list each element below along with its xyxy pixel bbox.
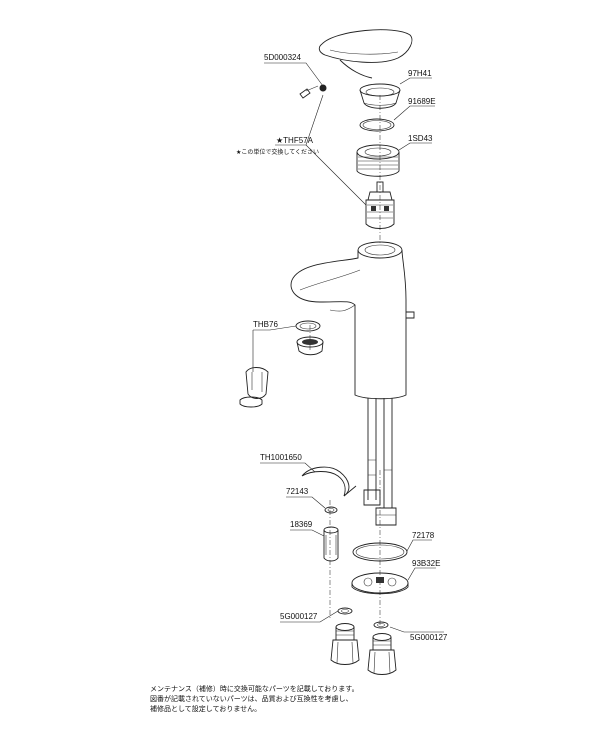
leader-97h41: [399, 77, 432, 85]
label-93b32e: 93B32E: [412, 559, 440, 568]
cartridge[interactable]: [365, 181, 395, 229]
leader-93b32e: [407, 567, 436, 581]
left-inlet-washer[interactable]: [337, 607, 353, 615]
label-5g000127-right: 5G000127: [410, 633, 448, 642]
note-line-2: 図番が記載されていないパーツは、品質および互換性を考慮し、: [150, 695, 353, 703]
leader-72178: [406, 539, 432, 552]
leader-18369: [290, 529, 325, 537]
maintenance-note: メンテナンス（補修）時に交換可能なパーツを記載しております。 図番が記載されてい…: [150, 684, 450, 714]
hose-sleeve[interactable]: [323, 526, 339, 562]
label-thf57a: ★THF57A: [276, 136, 314, 145]
handle-screw[interactable]: [299, 84, 327, 99]
label-91689e: 91689E: [408, 97, 436, 106]
cap-ring[interactable]: [359, 83, 401, 109]
label-5d000324: 5D000324: [264, 53, 301, 62]
note-line-3: 補修品として設定しておりません。: [150, 705, 262, 713]
leader-5d000324: [264, 62, 324, 87]
lever-handle[interactable]: [318, 29, 413, 79]
leader-1sd43: [398, 142, 432, 151]
leader-91689e: [393, 105, 435, 121]
note-line-1: メンテナンス（補修）時に交換可能なパーツを記載しております。: [150, 685, 359, 693]
label-1sd43: 1SD43: [408, 134, 433, 143]
right-inlet-washer[interactable]: [373, 621, 389, 629]
base-o-ring[interactable]: [352, 542, 408, 562]
leader-5g000127-right: [389, 626, 444, 633]
right-inlet-connector[interactable]: [367, 633, 397, 675]
small-washer[interactable]: [324, 506, 338, 514]
label-72178: 72178: [412, 531, 435, 540]
label-5g000127-left: 5G000127: [280, 612, 318, 621]
left-inlet-connector[interactable]: [330, 623, 360, 665]
aerator-washer[interactable]: [295, 320, 321, 332]
aerator-key-tool[interactable]: [239, 367, 269, 408]
leader-thf57a: [275, 94, 367, 206]
aerator[interactable]: [296, 336, 324, 356]
threaded-nut[interactable]: [356, 144, 400, 177]
leader-th1001650: [260, 462, 316, 473]
label-th1001650: TH1001650: [260, 453, 302, 462]
base-plate[interactable]: [351, 572, 409, 595]
label-thf57a-note: ★この単位で交換してください: [236, 148, 319, 156]
leader-thb76: [253, 325, 297, 331]
leader-5g000127-left: [280, 610, 339, 623]
faucet-body: [290, 241, 415, 526]
leader-72143: [286, 496, 326, 509]
o-ring[interactable]: [359, 118, 395, 132]
label-thb76: THB76: [253, 320, 278, 329]
label-97h41: 97H41: [408, 69, 432, 78]
label-72143: 72143: [286, 487, 309, 496]
label-18369: 18369: [290, 520, 313, 529]
retaining-clip[interactable]: [301, 466, 357, 497]
